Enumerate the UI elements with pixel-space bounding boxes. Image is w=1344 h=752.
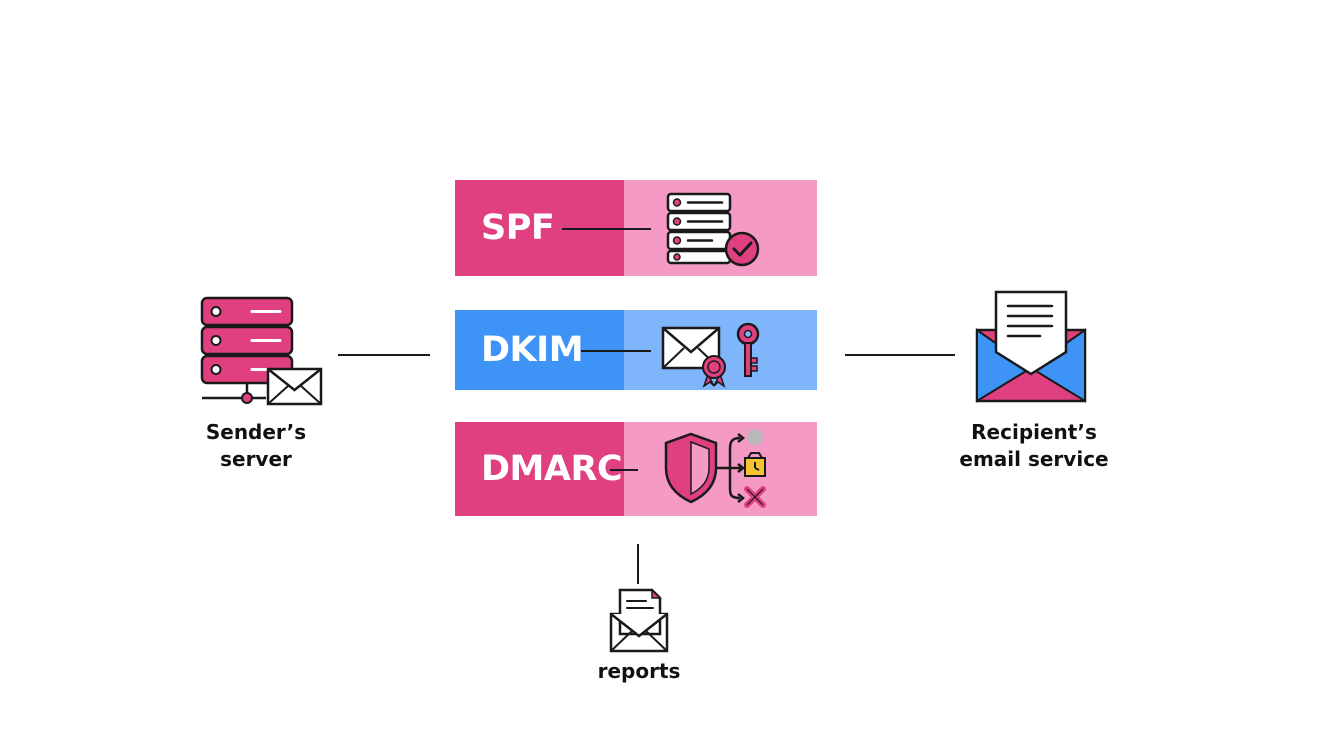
spf-label: SPF [481,208,555,248]
dmarc-label-panel: DMARC [455,422,624,516]
dkim-block: DKIM [455,310,817,390]
dmarc-block: DMARC [455,422,817,516]
sender-server-label: Sender’s server [176,419,336,473]
spf-icon-panel [624,180,817,276]
envelope-seal-key-icon [661,322,760,388]
sender-label-line1: Sender’s [205,420,307,444]
spf-label-panel: SPF [455,180,624,276]
recipient-label-line1: Recipient’s [971,420,1097,444]
dmarc-label: DMARC [481,449,623,489]
reports-envelope-icon [606,586,672,654]
dkim-label: DKIM [481,330,584,370]
recipient-connector-line [845,354,955,356]
reports-label: reports [597,659,681,683]
recipient-label: Recipient’s email service [944,419,1124,473]
recipient-envelope-icon [972,290,1090,404]
dkim-icon-panel [624,310,817,390]
sender-label-line2: server [220,447,292,471]
reports-connector-line [637,544,639,584]
server-checklist-check-icon [666,192,760,267]
recipient-label-line2: email service [959,447,1109,471]
sender-connector-line [338,354,430,356]
dmarc-icon-panel [624,422,817,516]
shield-policy-icon [664,429,766,508]
dkim-label-panel: DKIM [455,310,624,390]
spf-block: SPF [455,180,817,276]
sender-server-icon [196,296,326,408]
